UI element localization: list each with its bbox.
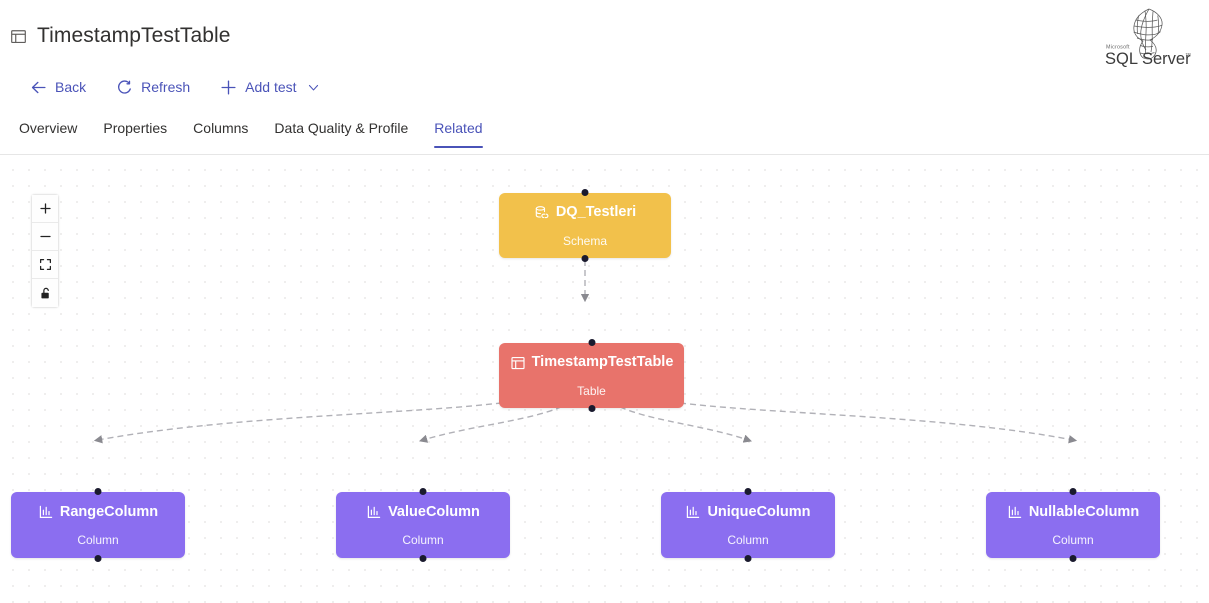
page-header: TimestampTestTable Microsoft SQL Server … <box>0 0 1209 155</box>
node-title: DQ_Testleri <box>555 204 637 221</box>
add-test-button[interactable]: Add test <box>208 70 331 104</box>
fit-view-button[interactable] <box>32 251 58 279</box>
bar-chart-icon <box>38 504 54 520</box>
chevron-down-icon[interactable] <box>307 81 320 94</box>
zoom-out-button[interactable] <box>32 223 58 251</box>
back-button-label: Back <box>55 79 87 95</box>
node-title-row: RangeColumn <box>38 504 158 520</box>
fit-screen-icon <box>39 258 52 271</box>
node-subtitle: Column <box>77 533 119 547</box>
node-subtitle: Table <box>577 383 606 398</box>
node-handle-top[interactable] <box>419 488 427 495</box>
svg-text:™: ™ <box>1185 52 1191 59</box>
node-handle-top[interactable] <box>94 488 102 495</box>
node-handle-bottom[interactable] <box>581 255 589 262</box>
zoom-in-button[interactable] <box>32 195 58 223</box>
tab-columns[interactable]: Columns <box>180 118 261 148</box>
node-title-row: DQ_Testleri <box>534 205 636 221</box>
graph-node-column-rangecolumn[interactable]: RangeColumn Column <box>11 488 185 562</box>
svg-text:SQL Server: SQL Server <box>1105 50 1191 68</box>
page-title: TimestampTestTable <box>37 24 231 47</box>
node-title: RangeColumn <box>59 503 159 520</box>
tab-related[interactable]: Related <box>421 118 495 148</box>
node-title-row: ValueColumn <box>366 504 480 520</box>
tab-bar: Overview Properties Columns Data Quality… <box>0 118 1209 155</box>
sql-server-logo: Microsoft SQL Server ™ <box>1099 4 1195 70</box>
node-handle-bottom[interactable] <box>94 555 102 562</box>
node-title: TimestampTestTable <box>531 354 674 371</box>
bar-chart-icon <box>1007 504 1023 520</box>
arrow-left-icon <box>30 79 47 96</box>
table-icon <box>510 355 526 371</box>
bar-chart-icon <box>685 504 701 520</box>
node-subtitle: Schema <box>562 233 608 248</box>
node-handle-top[interactable] <box>744 488 752 495</box>
tab-properties[interactable]: Properties <box>90 118 180 148</box>
add-test-button-label: Add test <box>245 79 297 95</box>
svg-text:Microsoft: Microsoft <box>1106 45 1130 51</box>
unlock-icon <box>39 287 52 300</box>
plus-icon <box>220 79 237 96</box>
graph-node-schema[interactable]: DQ_Testleri Schema <box>499 189 671 262</box>
canvas-controls <box>32 195 58 307</box>
node-title-row: UniqueColumn <box>685 503 811 520</box>
graph-node-column-valuecolumn[interactable]: ValueColumn Column <box>336 488 510 562</box>
graph-node-column-uniquecolumn[interactable]: UniqueColumn Column <box>661 488 835 562</box>
refresh-button-label: Refresh <box>141 79 191 95</box>
command-bar: Back Refresh Add test <box>18 70 332 104</box>
tab-overview[interactable]: Overview <box>6 118 90 148</box>
lineage-graph-canvas[interactable]: DQ_Testleri Schema TimestampTestTable Ta… <box>0 155 1209 603</box>
refresh-icon <box>116 79 133 96</box>
node-title: NullableColumn <box>1028 503 1140 520</box>
node-subtitle: Column <box>402 533 444 547</box>
refresh-button[interactable]: Refresh <box>104 70 202 104</box>
bar-chart-icon <box>366 504 382 520</box>
table-icon <box>10 28 27 45</box>
tab-data-quality-and-profile[interactable]: Data Quality & Profile <box>261 118 421 148</box>
title-row: TimestampTestTable <box>10 24 231 48</box>
node-handle-bottom[interactable] <box>419 555 427 562</box>
node-handle-bottom[interactable] <box>744 555 752 562</box>
node-title-row: NullableColumn <box>1007 504 1139 520</box>
node-handle-top[interactable] <box>1069 488 1077 495</box>
node-title: UniqueColumn <box>707 503 811 520</box>
database-link-icon <box>534 205 550 221</box>
back-button[interactable]: Back <box>18 70 98 104</box>
node-handle-bottom[interactable] <box>1069 555 1077 562</box>
node-title-row: TimestampTestTable <box>510 354 674 371</box>
plus-icon <box>39 202 52 215</box>
node-handle-top[interactable] <box>588 339 595 346</box>
graph-node-column-nullablecolumn[interactable]: NullableColumn Column <box>986 488 1160 562</box>
node-subtitle: Column <box>727 533 769 547</box>
node-handle-top[interactable] <box>581 189 589 196</box>
graph-node-table[interactable]: TimestampTestTable Table <box>499 339 684 412</box>
node-subtitle: Column <box>1052 533 1094 547</box>
node-handle-bottom[interactable] <box>588 405 595 412</box>
minus-icon <box>39 230 52 243</box>
lock-button[interactable] <box>32 279 58 307</box>
node-title: ValueColumn <box>388 503 480 520</box>
